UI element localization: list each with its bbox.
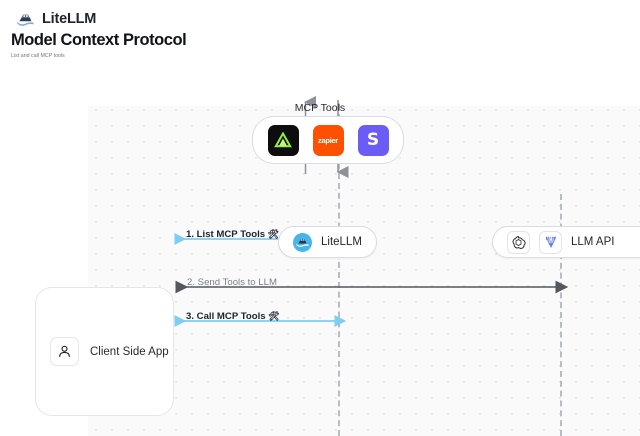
edge-2-text: 2. Send Tools to LLM (187, 277, 277, 288)
edge-3-label: 3. Call MCP Tools 🛠 (186, 311, 280, 322)
zapier-tool-icon[interactable]: zapier (312, 124, 344, 156)
canvas-top-fade (0, 66, 640, 106)
mcp-tools-group[interactable]: zapier S (252, 116, 404, 164)
zapier-tool-label: zapier (318, 135, 338, 145)
litellm-ship-icon (16, 12, 35, 26)
node-llm-api[interactable]: LLM API (492, 226, 640, 258)
brand: LiteLLM (16, 8, 96, 30)
slack-s-tool-icon[interactable]: S (357, 124, 389, 156)
edge-3-text: 3. Call MCP Tools (186, 311, 266, 322)
litellm-avatar-icon (293, 232, 312, 252)
tools-emoji-icon-2: 🛠 (268, 312, 280, 322)
mcp-tools-group-label: MCP Tools (294, 102, 346, 114)
node-client-side-app-label: Client Side App (90, 345, 169, 358)
tools-emoji-icon: 🛠 (267, 230, 280, 240)
lifeline-llm-api (560, 194, 562, 436)
edge-1-label: 1. List MCP Tools 🛠 (186, 229, 279, 240)
node-client-side-app[interactable]: Client Side App (35, 287, 174, 416)
openai-icon (507, 230, 530, 254)
edge-1-text: 1. List MCP Tools (186, 229, 266, 240)
slack-s-tool-label: S (366, 130, 380, 150)
vertex-ai-icon (539, 230, 562, 254)
page-subtitle: List and call MCP tools (11, 53, 65, 59)
alpha-tool-icon[interactable] (267, 124, 299, 156)
node-llm-api-label: LLM API (571, 236, 615, 248)
brand-name: LiteLLM (42, 11, 97, 27)
diagram-canvas: 1. List MCP Tools 🛠 2. Send Tools to LLM… (0, 66, 640, 436)
edge-2-label: 2. Send Tools to LLM (187, 277, 277, 288)
node-litellm[interactable]: LiteLLM (278, 226, 377, 258)
lifeline-litellm (338, 104, 340, 436)
user-person-icon (50, 337, 79, 366)
page-title: Model Context Protocol (11, 31, 187, 49)
node-litellm-label: LiteLLM (321, 236, 362, 248)
